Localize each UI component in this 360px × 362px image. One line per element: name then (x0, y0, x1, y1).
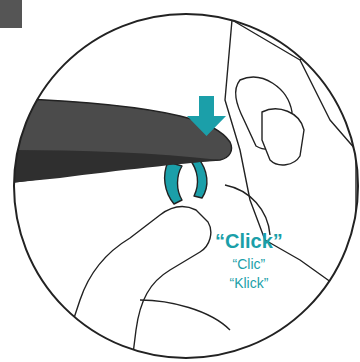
push-arrow (187, 96, 226, 136)
latch-clip (190, 158, 207, 198)
latch-clip (165, 162, 182, 204)
base-edge (20, 326, 80, 345)
seat-lock-knob (262, 109, 304, 165)
sound-label-translation: “Clic” (233, 257, 266, 271)
base-contour (140, 300, 230, 330)
seat-shell (225, 20, 356, 300)
zoom-circle-fill (14, 14, 358, 358)
sound-label-translation: “Klick” (230, 276, 269, 290)
sound-label-main: “Click” (215, 231, 283, 251)
seat-edge (300, 30, 360, 60)
base-post (60, 207, 211, 362)
seat-contour (225, 185, 270, 235)
step-tab (0, 0, 22, 28)
zoom-circle (14, 14, 358, 358)
handle-underside (0, 150, 220, 184)
carry-handle (0, 98, 232, 184)
